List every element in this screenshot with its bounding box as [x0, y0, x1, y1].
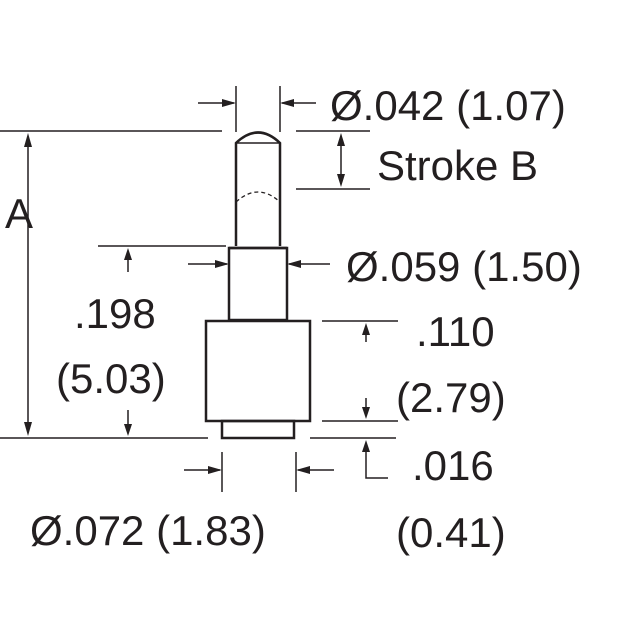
- barrel-diameter-dimension: Ø.059 (1.50): [188, 243, 582, 290]
- shoulder-height-mm-label: (5.03): [56, 355, 166, 402]
- shoulder-height-inch-label: .198: [74, 290, 156, 337]
- base-height-inch-label: .016: [412, 442, 494, 489]
- arrow-up: [337, 133, 345, 146]
- arrow-down: [24, 422, 32, 436]
- body-height-mm-label: (2.79): [396, 374, 506, 421]
- arrow-up: [362, 440, 370, 452]
- arrow-down: [337, 174, 345, 187]
- body-height-inch-label: .110: [416, 308, 495, 355]
- tip-diameter-label: Ø.042 (1.07): [330, 82, 566, 129]
- base-diameter-dimension: Ø.072 (1.83): [30, 452, 334, 554]
- arrow-right: [222, 99, 236, 107]
- plunger-tip: [234, 131, 282, 246]
- arrow-up: [362, 323, 370, 335]
- arrow-up: [24, 133, 32, 147]
- base: [220, 419, 296, 440]
- body: [204, 319, 312, 423]
- arrow-right: [208, 466, 222, 474]
- tip-diameter-dimension: Ø.042 (1.07): [198, 82, 566, 132]
- arrow-down: [362, 407, 370, 419]
- base-height-mm-label: (0.41): [396, 509, 506, 556]
- base-height-dimension: .016 (0.41): [310, 437, 506, 556]
- overall-length-label: A: [5, 190, 33, 237]
- shoulder-height-dimension: .198 (5.03): [56, 245, 226, 436]
- barrel-diameter-label: Ø.059 (1.50): [346, 243, 582, 290]
- probe-outline: [204, 131, 312, 440]
- plunger-hidden-edge: [235, 191, 281, 203]
- stroke-label: Stroke B: [377, 142, 538, 189]
- arrow-up: [124, 248, 132, 260]
- barrel: [227, 246, 289, 322]
- arrow-right: [215, 260, 229, 268]
- arrow-left: [296, 466, 310, 474]
- base-diameter-label: Ø.072 (1.83): [30, 507, 266, 554]
- body-height-dimension: .110 (2.79): [322, 308, 506, 422]
- overall-length-dimension: A: [0, 130, 222, 439]
- arrow-down: [124, 424, 132, 436]
- stroke-dimension: Stroke B: [296, 130, 538, 190]
- arrow-left: [287, 260, 301, 268]
- arrow-left: [280, 99, 294, 107]
